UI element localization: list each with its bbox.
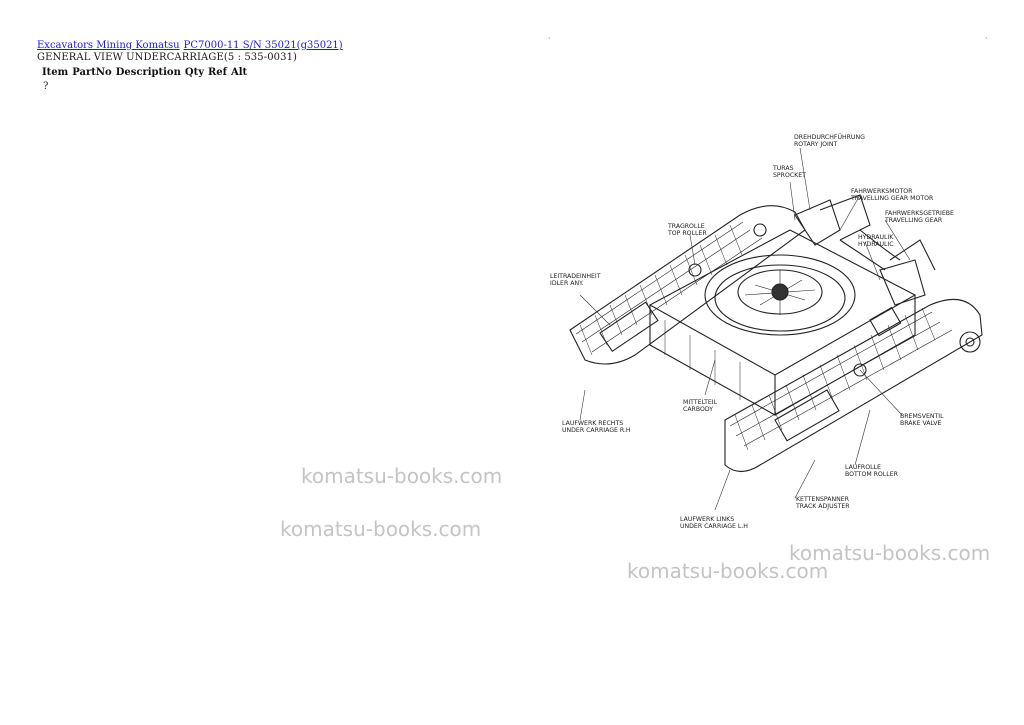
col-ref: Ref bbox=[208, 67, 227, 78]
undercarriage-diagram: DREHDURCHFÜHRUNG ROTARY JOINT TURAS SPRO… bbox=[550, 132, 983, 530]
breadcrumb-link-excavators[interactable]: Excavators Mining Komatsu bbox=[37, 40, 180, 51]
label-uc-lh-de: LAUFWERK LINKS bbox=[680, 516, 734, 523]
label-top-roller-de: TRAGROLLE bbox=[667, 223, 705, 230]
col-partno: PartNo bbox=[72, 67, 112, 78]
label-carbody-en: CARBODY bbox=[683, 406, 713, 413]
stray-mark: · bbox=[985, 34, 988, 43]
label-brake-valve-de: BREMSVENTIL bbox=[900, 413, 944, 420]
col-description: Description bbox=[115, 67, 181, 78]
label-travel-gear-en: TRAVELLING GEAR bbox=[884, 217, 943, 224]
label-rotary-joint-de: DREHDURCHFÜHRUNG bbox=[794, 132, 865, 141]
watermark: komatsu-books.com bbox=[789, 541, 991, 565]
watermark: komatsu-books.com bbox=[301, 464, 503, 488]
col-alt: Alt bbox=[230, 67, 248, 78]
label-uc-rh-en: UNDER CARRIAGE R.H bbox=[562, 427, 631, 434]
label-uc-lh-en: UNDER CARRIAGE L.H bbox=[680, 523, 748, 530]
label-track-adjuster-en: TRACK ADJUSTER bbox=[795, 503, 850, 510]
label-bottom-roller-de: LAUFROLLE bbox=[845, 464, 881, 471]
label-hydraulic-de: HYDRAULIK bbox=[858, 234, 894, 241]
parts-table-empty-cell: ? bbox=[43, 81, 49, 92]
label-travel-motor-de: FAHRWERKSMOTOR bbox=[851, 188, 913, 195]
breadcrumb-link-model[interactable]: PC7000-11 S/N 35021(g35021) bbox=[183, 40, 343, 51]
label-bottom-roller-en: BOTTOM ROLLER bbox=[845, 471, 899, 478]
label-top-roller-en: TOP ROLLER bbox=[667, 230, 707, 237]
label-rotary-joint-en: ROTARY JOINT bbox=[794, 141, 837, 148]
col-item: Item bbox=[42, 67, 69, 78]
watermark: komatsu-books.com bbox=[280, 517, 482, 541]
callout-labels: DREHDURCHFÜHRUNG ROTARY JOINT TURAS SPRO… bbox=[550, 132, 954, 530]
label-travel-gear-de: FAHRWERKSGETRIEBE bbox=[885, 210, 954, 217]
label-idler-en: IDLER ANY. bbox=[550, 280, 584, 287]
label-brake-valve-en: BRAKE VALVE bbox=[900, 420, 942, 427]
label-travel-motor-en: TRAVELLING GEAR MOTOR bbox=[850, 195, 934, 202]
col-qty: Qty bbox=[184, 67, 204, 78]
label-idler-de: LEITRADEINHEIT bbox=[550, 273, 601, 280]
label-sprocket-en: SPROCKET bbox=[773, 172, 806, 179]
label-track-adjuster-de: KETTENSPANNER bbox=[796, 496, 850, 503]
label-uc-rh-de: LAUFWERK RECHTS bbox=[562, 420, 623, 427]
stray-mark: · bbox=[548, 34, 551, 43]
page-title: GENERAL VIEW UNDERCARRIAGE(5 : 535-0031) bbox=[37, 52, 298, 63]
leader-lines bbox=[579, 147, 911, 511]
undercarriage-drawing bbox=[569, 194, 983, 473]
label-carbody-de: MITTELTEIL bbox=[683, 399, 718, 406]
label-sprocket-de: TURAS bbox=[772, 165, 794, 172]
watermark: komatsu-books.com bbox=[627, 559, 829, 583]
label-hydraulic-en: HYDRAULIC bbox=[858, 241, 894, 248]
